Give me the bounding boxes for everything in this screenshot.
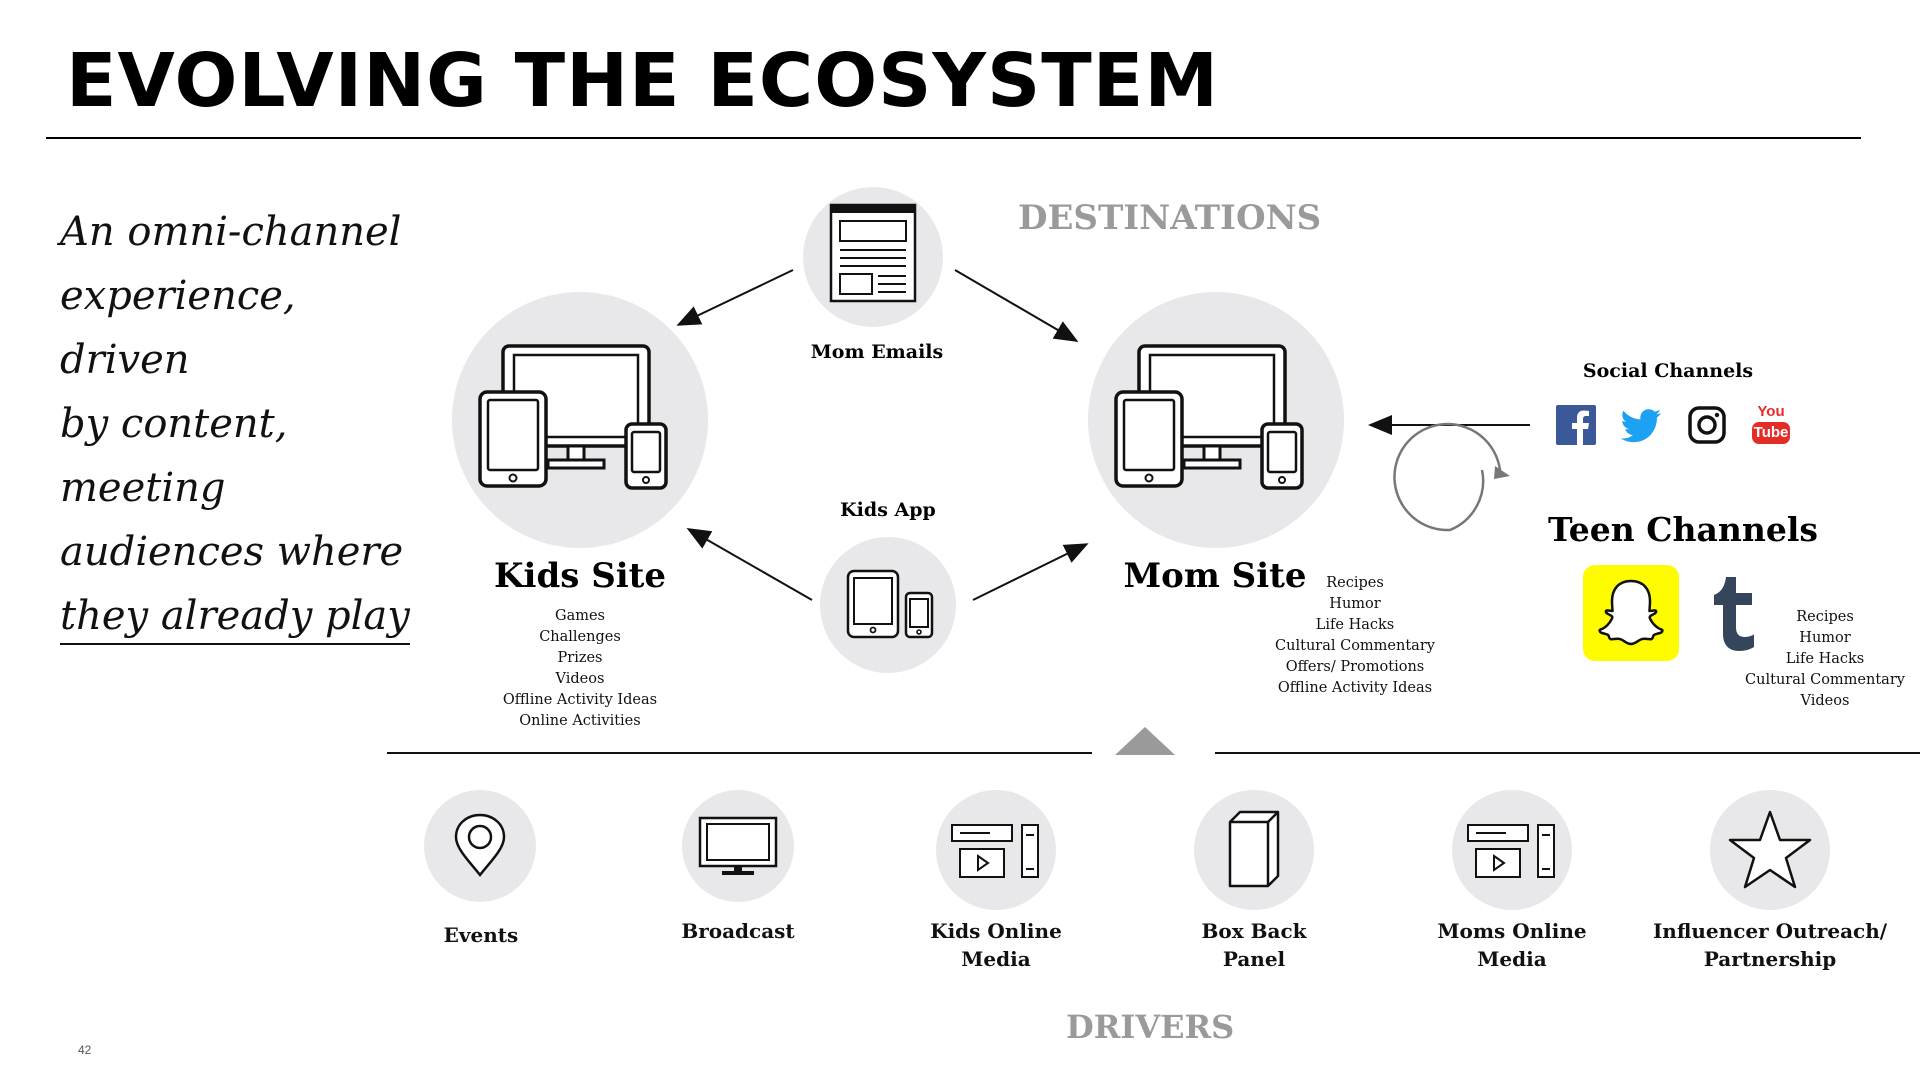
mom-emails-label: Mom Emails bbox=[810, 341, 944, 363]
kids-site-title: Kids Site bbox=[493, 556, 667, 596]
list-item: Life Hacks bbox=[1785, 651, 1865, 667]
kids-site-list: Games Challenges Prizes Videos Offline A… bbox=[480, 606, 680, 732]
web-media-icon bbox=[1467, 824, 1555, 878]
arrow-app-to-kids bbox=[686, 528, 813, 601]
star-icon bbox=[1728, 810, 1812, 889]
facebook-icon[interactable] bbox=[1556, 405, 1596, 445]
driver-label-line: Media bbox=[961, 947, 1031, 971]
title-divider bbox=[46, 137, 1861, 139]
list-item: Videos bbox=[1800, 693, 1850, 709]
driver-label-influencer: Influencer Outreach/ Partnership bbox=[1630, 917, 1910, 973]
list-item: Recipes bbox=[1796, 609, 1854, 625]
youtube-tube-text: Tube bbox=[1752, 422, 1790, 444]
driver-label-moms-online-media: Moms Online Media bbox=[1412, 917, 1612, 973]
social-channels-label: Social Channels bbox=[1582, 360, 1754, 382]
list-item: Humor bbox=[1799, 630, 1851, 646]
teen-channels-title: Teen Channels bbox=[1548, 510, 1818, 549]
twitter-icon[interactable] bbox=[1620, 408, 1662, 444]
list-item: Prizes bbox=[557, 650, 603, 666]
mom-site-title: Mom Site bbox=[1123, 556, 1307, 596]
tablet-phone-icon bbox=[846, 569, 934, 639]
tagline-line: An omni-channel bbox=[60, 209, 402, 255]
arrow-email-to-kids bbox=[676, 269, 794, 326]
driver-label-line: Events bbox=[443, 923, 519, 947]
driver-label-events: Events bbox=[381, 921, 581, 949]
web-media-icon bbox=[951, 824, 1039, 878]
teen-channels-list: Recipes Humor Life Hacks Cultural Commen… bbox=[1725, 607, 1920, 712]
youtube-icon[interactable]: You Tube bbox=[1752, 404, 1790, 450]
tagline: An omni-channel experience, driven by co… bbox=[60, 200, 430, 648]
list-item: Videos bbox=[555, 671, 605, 687]
driver-label-line: Kids Online bbox=[930, 919, 1062, 943]
driver-label-line: Influencer Outreach/ bbox=[1652, 919, 1888, 943]
tagline-underlined: they already play bbox=[60, 593, 410, 645]
devices-icon bbox=[478, 344, 668, 490]
kids-app-label: Kids App bbox=[840, 499, 936, 521]
driver-label-line: Partnership bbox=[1703, 947, 1837, 971]
driver-label-broadcast: Broadcast bbox=[638, 917, 838, 945]
driver-label-line: Broadcast bbox=[681, 919, 795, 943]
list-item: Offline Activity Ideas bbox=[1277, 680, 1433, 696]
slide-title: EVOLVING THE ECOSYSTEM bbox=[66, 38, 1219, 124]
page-number: 42 bbox=[78, 1043, 92, 1057]
tv-icon bbox=[698, 816, 778, 875]
destinations-label: DESTINATIONS bbox=[1018, 198, 1322, 238]
driver-label-line: Moms Online bbox=[1437, 919, 1587, 943]
arrow-email-to-mom bbox=[954, 269, 1079, 343]
tagline-line: by content, meeting bbox=[60, 401, 288, 511]
tagline-line: audiences where bbox=[60, 529, 404, 575]
arrow-app-to-mom bbox=[972, 543, 1089, 601]
tagline-line: experience, driven bbox=[60, 273, 296, 383]
list-item: Offline Activity Ideas bbox=[502, 692, 658, 708]
newsletter-icon bbox=[829, 203, 917, 303]
list-item: Online Activities bbox=[519, 713, 641, 729]
list-item: Life Hacks bbox=[1315, 617, 1395, 633]
list-item: Offers/ Promotions bbox=[1285, 659, 1425, 675]
driver-label-box-back-panel: Box Back Panel bbox=[1154, 917, 1354, 973]
devices-icon bbox=[1114, 344, 1304, 490]
instagram-icon[interactable] bbox=[1688, 406, 1726, 444]
tagline-line: they already play bbox=[60, 584, 430, 648]
tumblr-icon[interactable] bbox=[1712, 577, 1758, 651]
list-item: Cultural Commentary bbox=[1745, 672, 1905, 688]
youtube-you-text: You bbox=[1757, 403, 1785, 420]
box-icon bbox=[1228, 810, 1280, 888]
driver-label-kids-online-media: Kids Online Media bbox=[896, 917, 1096, 973]
mom-site-list: Recipes Humor Life Hacks Cultural Commen… bbox=[1255, 573, 1455, 699]
driver-label-line: Panel bbox=[1222, 947, 1286, 971]
drivers-up-triangle bbox=[1115, 727, 1175, 755]
list-item: Challenges bbox=[539, 629, 621, 645]
location-pin-icon bbox=[454, 813, 506, 878]
driver-label-line: Media bbox=[1477, 947, 1547, 971]
list-item: Games bbox=[555, 608, 605, 624]
list-item: Humor bbox=[1329, 596, 1381, 612]
cycle-icon bbox=[1393, 422, 1510, 532]
drivers-label: DRIVERS bbox=[1066, 1008, 1235, 1046]
driver-label-line: Box Back bbox=[1201, 919, 1307, 943]
list-item: Cultural Commentary bbox=[1275, 638, 1435, 654]
snapchat-icon[interactable] bbox=[1583, 565, 1679, 661]
list-item: Recipes bbox=[1326, 575, 1384, 591]
